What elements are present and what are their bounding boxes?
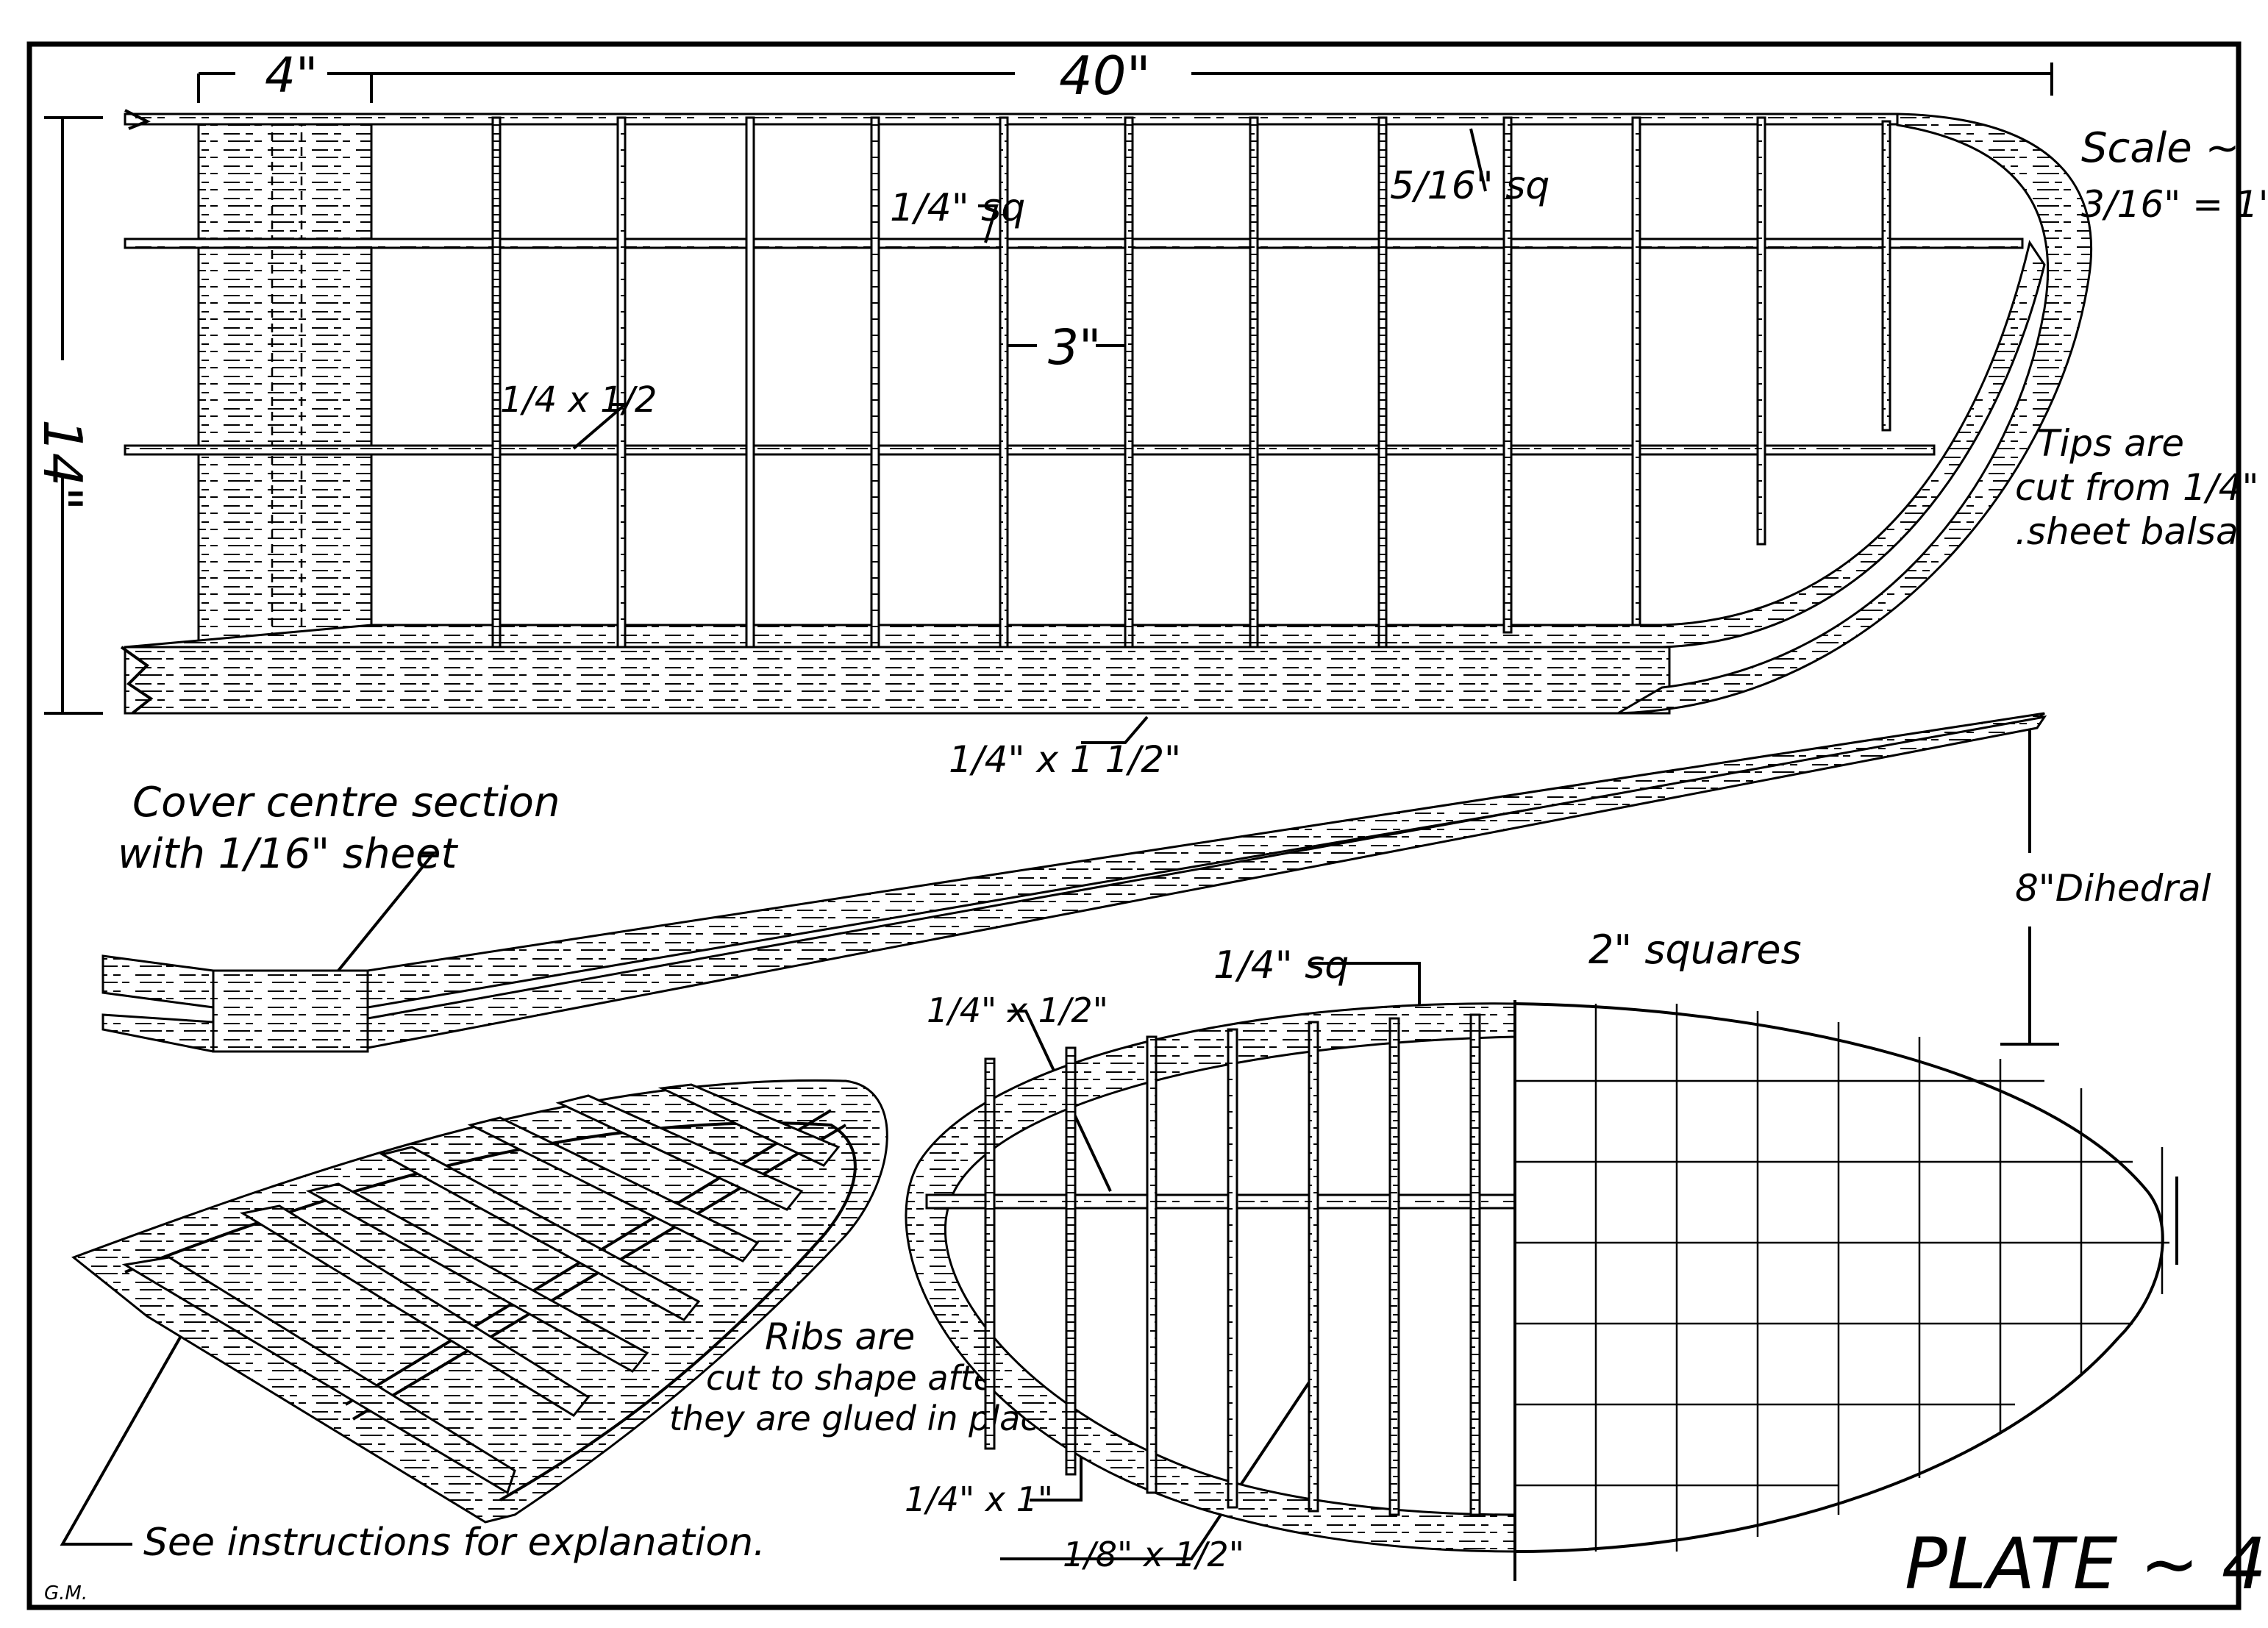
- label-tip-spar-sq: 1/4" sq: [1213, 943, 1349, 988]
- ribs-line-1: Ribs are: [765, 1315, 915, 1358]
- dim-center: 4": [265, 47, 318, 104]
- label-spar-5-16-sq: 5/16" sq: [1390, 164, 1550, 208]
- cover-line-2: with 1/16" sheet: [118, 830, 458, 878]
- tips-line-2: cut from 1/4": [2015, 466, 2259, 509]
- tips-line-3: .sheet balsa: [2015, 510, 2239, 553]
- tip-plan-view: [905, 1000, 2178, 1581]
- tips-line-1: Tips are: [2037, 422, 2184, 465]
- ribs-line-2: cut to shape after: [706, 1358, 1010, 1398]
- cover-line-1: Cover centre section: [132, 779, 560, 827]
- leader-lines: [60, 128, 1487, 1560]
- instructions-note: See instructions for explanation.: [143, 1521, 766, 1565]
- dim-dihedral: 8"Dihedral: [2015, 867, 2211, 910]
- center-sheet-side: [212, 969, 369, 1053]
- label-grid-squares: 2" squares: [1588, 927, 1802, 973]
- label-tip-quarter-half: 1/4" x 1/2": [927, 990, 1108, 1030]
- dim-chord: 14": [32, 419, 93, 511]
- trailing-edge: [124, 240, 2046, 649]
- scale-line-2: 3/16" = 1": [2081, 183, 2268, 226]
- center-section-sheet: [197, 116, 373, 715]
- layout-grid: [1515, 1004, 2178, 1552]
- label-spar-quarter-sq: 1/4" sq: [890, 186, 1025, 230]
- label-trailing-edge: 1/4" x 1 1/2": [949, 738, 1181, 781]
- tip-spar: [925, 1193, 1516, 1210]
- spar-quarter-sq: [124, 238, 2024, 249]
- wing-tip: [1617, 113, 2093, 715]
- wing-plan-view: [120, 109, 2093, 715]
- plate-border: [26, 41, 2242, 1610]
- drafter-initials: G.M.: [44, 1582, 88, 1604]
- wing-side-view: [101, 712, 2047, 1053]
- plate-title: PLATE ~ 4: [1905, 1523, 2267, 1605]
- spar-quarter-half: [124, 444, 1936, 456]
- label-tip-quarter-one: 1/4" x 1": [905, 1479, 1053, 1519]
- ribs-line-3: they are glued in place: [669, 1399, 1060, 1438]
- dimension-lines: [44, 63, 2059, 1046]
- scale-line-1: Scale ~: [2081, 124, 2239, 172]
- tip-perspective-view: [71, 1079, 888, 1524]
- dim-span: 40": [1059, 45, 1151, 107]
- label-spar-quarter-half: 1/4 x 1/2: [500, 379, 657, 421]
- ribs: [491, 116, 1891, 649]
- perspective-ribs: [121, 1083, 841, 1495]
- dim-rib-spacing: 3": [1048, 319, 1101, 376]
- tip-ribs: [984, 1013, 1481, 1516]
- label-tip-eighth-half: 1/8" x 1/2": [1063, 1535, 1244, 1574]
